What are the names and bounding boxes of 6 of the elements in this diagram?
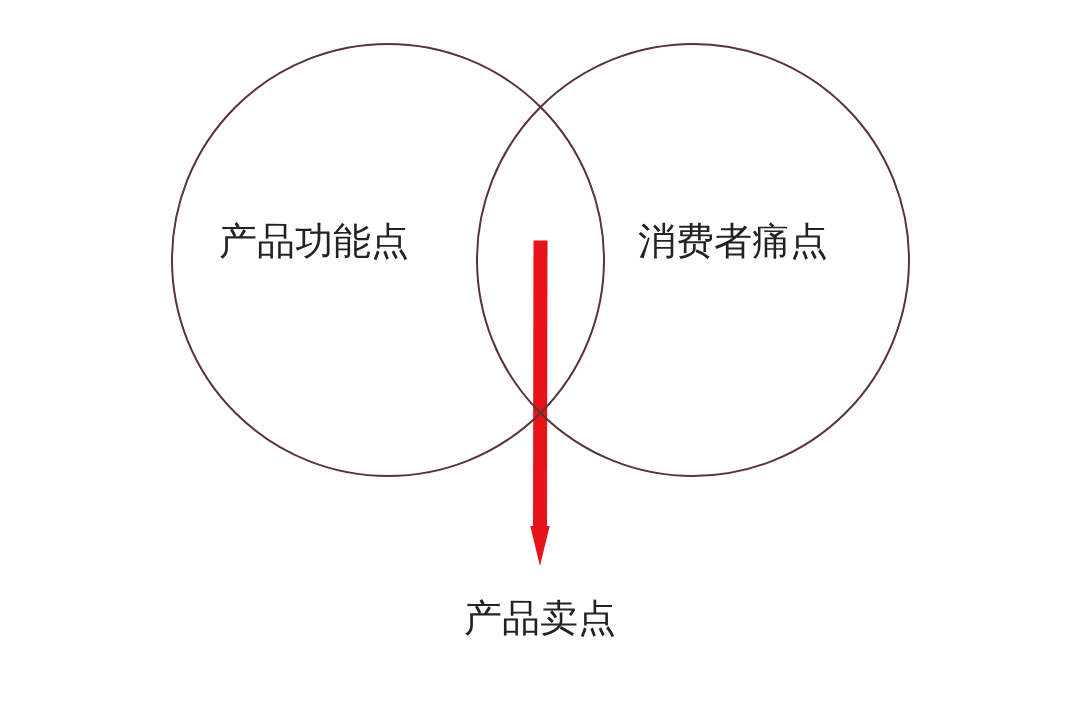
result-label: 产品卖点 [464,596,616,642]
circle-label: 产品功能点 [219,219,409,265]
circle-label: 消费者痛点 [638,219,828,265]
venn-circle [171,43,605,477]
venn-circle [476,43,910,477]
arrow [530,240,550,566]
